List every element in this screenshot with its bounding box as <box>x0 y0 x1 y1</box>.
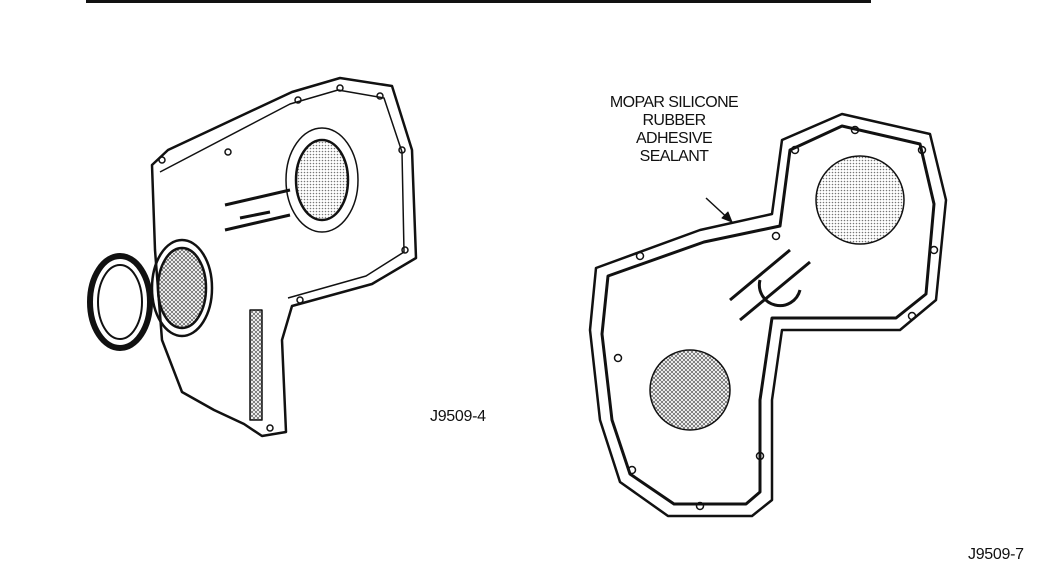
callout-line: ADHESIVE <box>635 130 713 147</box>
figure-caption-left: J9509-4 <box>430 408 486 425</box>
figure-caption-right: J9509-7 <box>968 546 1024 563</box>
callout-line: MOPAR SILICONE <box>609 94 739 111</box>
bolt-holes <box>158 84 409 432</box>
callout-line: RUBBER <box>642 112 706 129</box>
sealant-callout: MOPAR SILICONE RUBBER ADHESIVE SEALANT <box>596 94 752 166</box>
timing-cover-left <box>150 76 418 438</box>
top-rule <box>86 0 871 3</box>
crankshaft-seal <box>87 253 153 351</box>
sealant-bead <box>600 124 936 506</box>
timing-cover-right <box>588 112 948 518</box>
bolt-holes <box>613 125 939 511</box>
callout-line: SEALANT <box>639 148 709 165</box>
